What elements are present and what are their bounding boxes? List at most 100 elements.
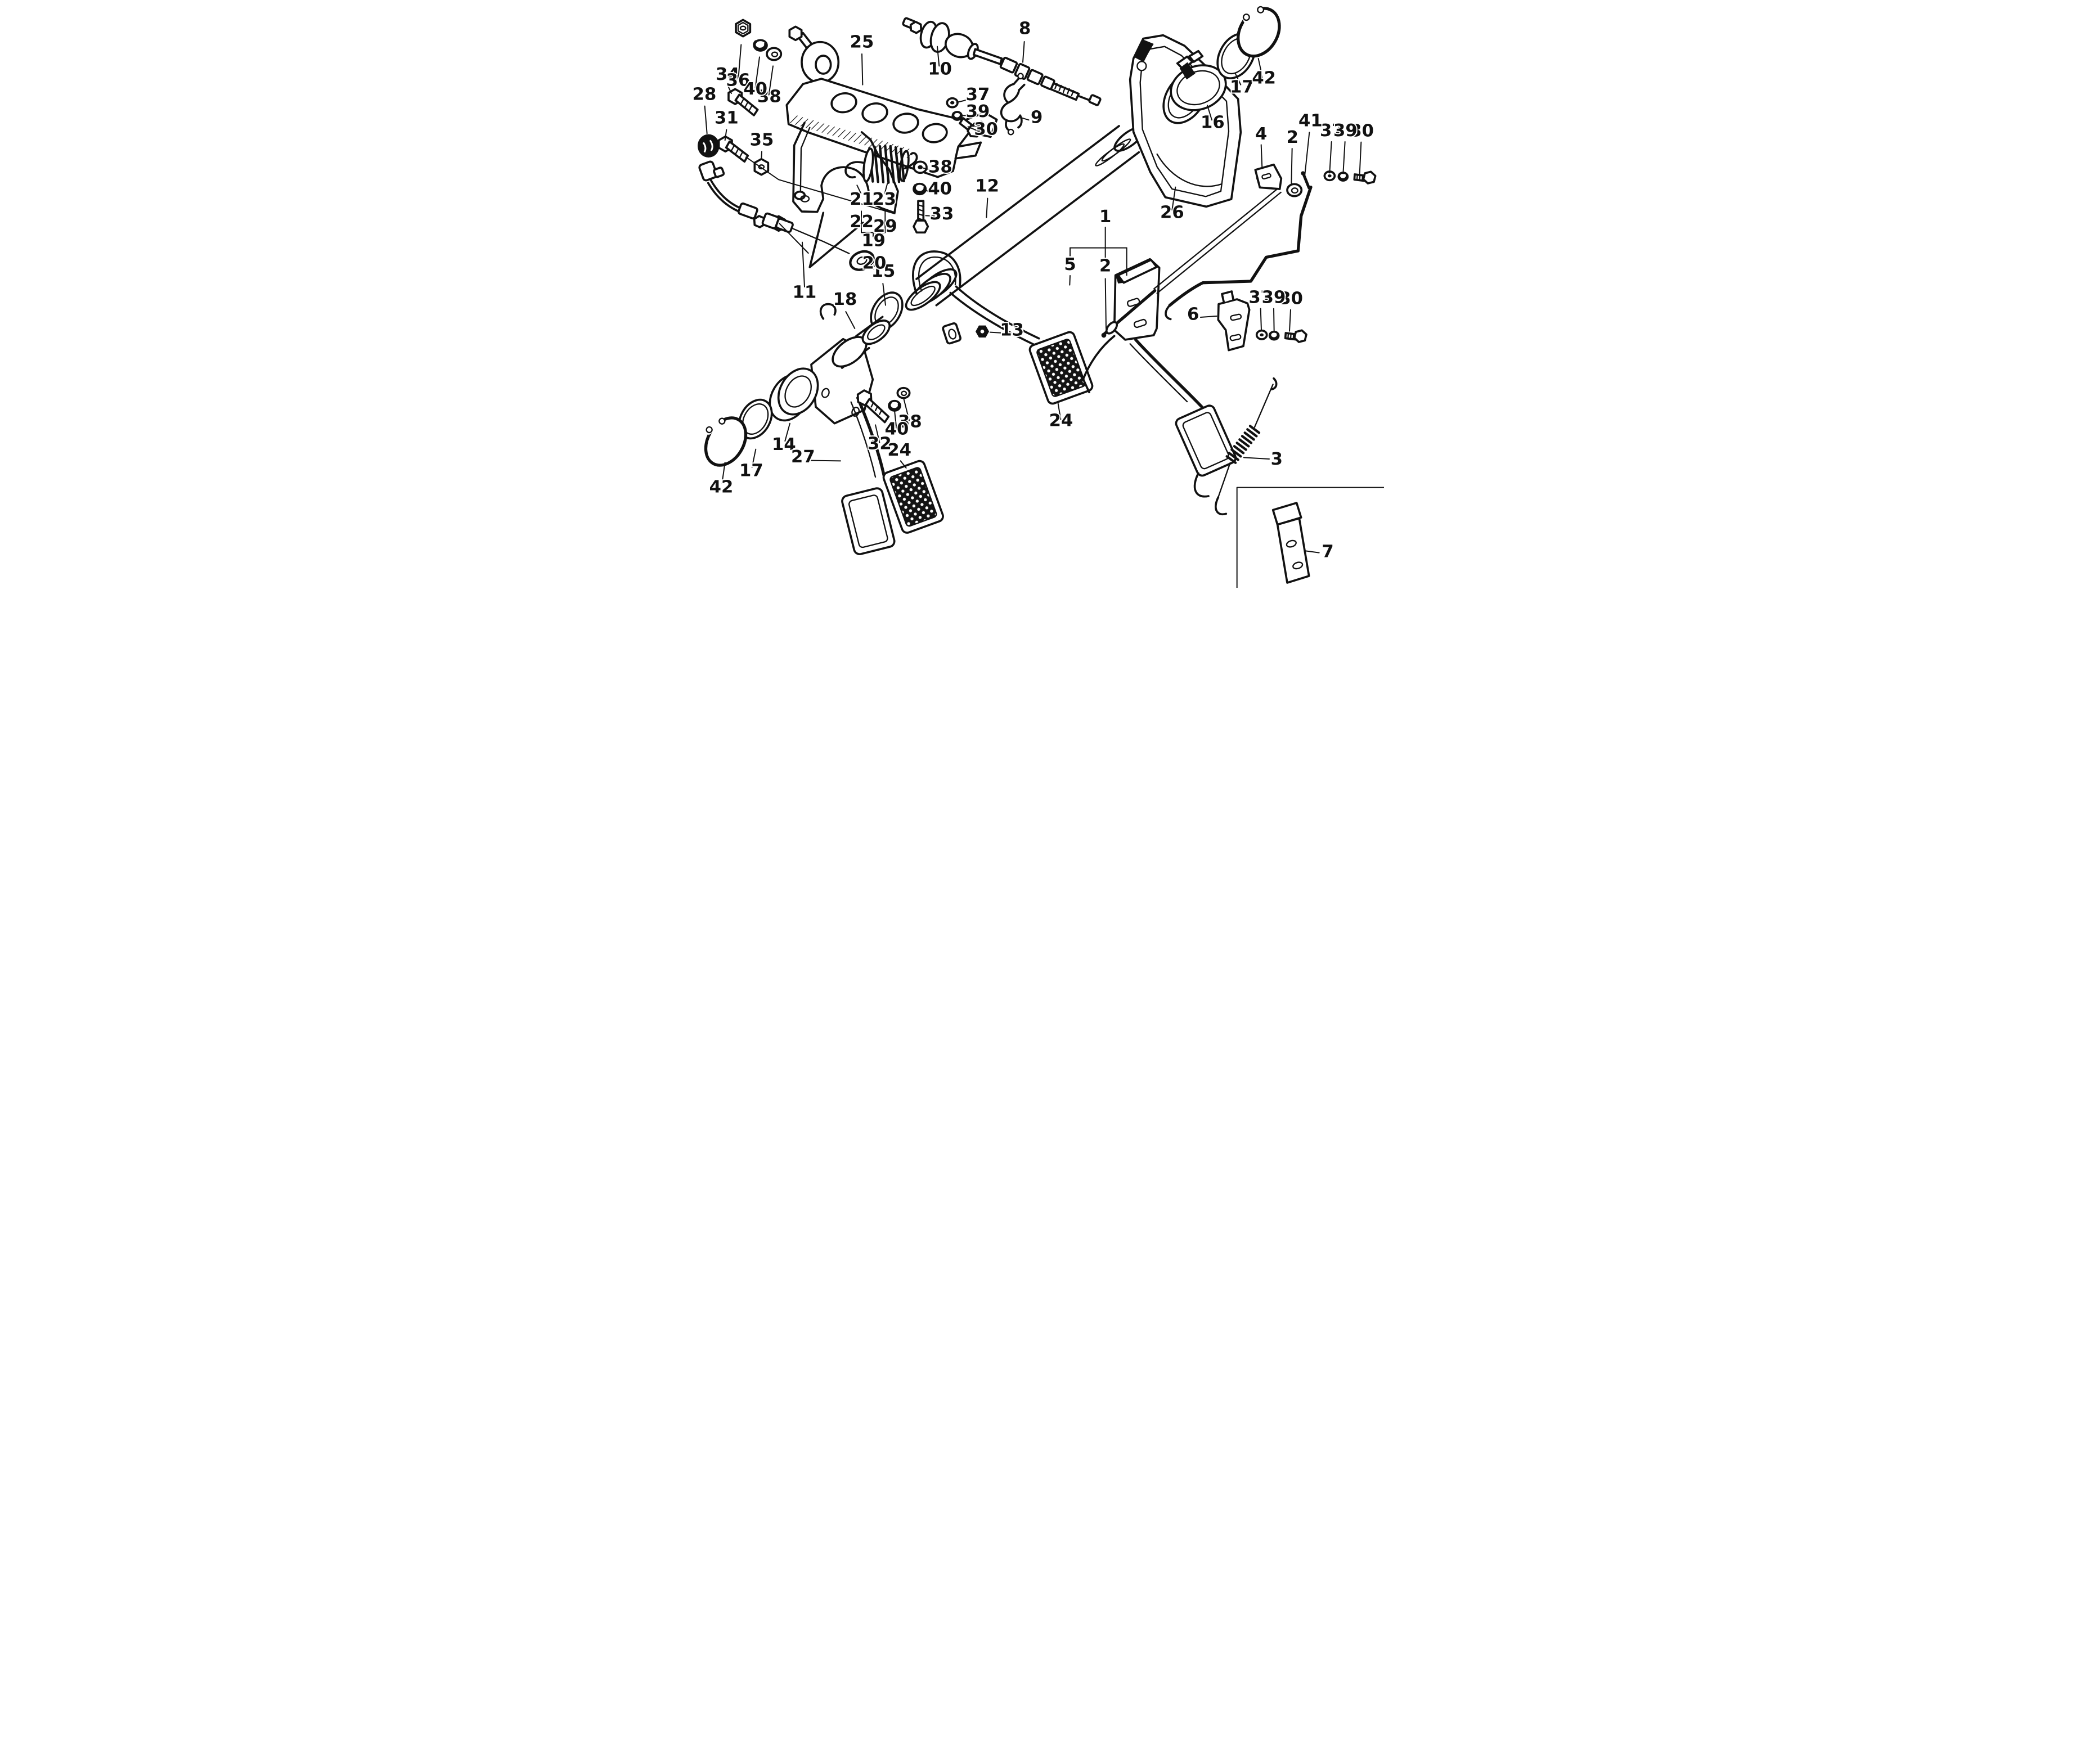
part-label-30a: 30	[974, 119, 998, 139]
part-label-9: 9	[1031, 107, 1043, 127]
washer-37c	[1255, 329, 1268, 340]
part-label-16: 16	[1201, 112, 1225, 132]
leader-34	[727, 85, 733, 94]
part-label-7: 7	[1322, 542, 1333, 562]
leader-10	[937, 46, 940, 67]
leader-14	[784, 422, 791, 442]
support-bracket-35	[792, 122, 899, 268]
leader-11	[802, 241, 806, 287]
leader-16	[1206, 105, 1212, 121]
part-label-13: 13	[1000, 321, 1024, 340]
part-label-39a: 39	[966, 102, 990, 122]
leader-37a	[956, 98, 972, 103]
callout-overlay: 1223456789101112131415161717181920212223…	[692, 18, 1384, 588]
part-label-34: 34	[716, 65, 740, 84]
part-label-39c: 39	[1262, 288, 1286, 308]
leader-24a	[1057, 403, 1062, 420]
leader-28	[704, 105, 708, 134]
washer-38b	[913, 160, 928, 174]
leader-4	[1260, 144, 1263, 169]
leader-15	[882, 282, 887, 306]
bolt-30c	[1284, 329, 1307, 343]
leader-42b	[721, 461, 726, 484]
leader-36	[738, 44, 742, 79]
snap-ring-42b	[700, 412, 748, 467]
part-label-28: 28	[693, 84, 717, 104]
part-label-24b: 24	[887, 440, 911, 460]
leader-38a	[768, 65, 774, 96]
leader-24b	[900, 460, 907, 469]
leader-30a	[967, 126, 979, 132]
assembly-guide-line-1	[779, 223, 809, 254]
inset-box-border	[1236, 487, 1384, 588]
bracket-25	[785, 25, 998, 178]
leader-41	[1304, 132, 1310, 176]
group-21-22-29-to-19-20-line-0	[856, 184, 862, 194]
leader-7	[1305, 550, 1320, 554]
ring-17b	[738, 398, 773, 440]
accel-rod-assembly	[1101, 185, 1313, 338]
part-label-10: 10	[928, 60, 952, 79]
leader-42a	[1257, 57, 1263, 78]
nut-35-a	[753, 158, 770, 176]
washer-2b	[1286, 183, 1303, 197]
part-label-37b: 37	[1320, 121, 1344, 141]
leader-18	[845, 310, 856, 329]
part-label-36: 36	[726, 71, 751, 91]
part-label-31: 31	[715, 108, 739, 128]
diagram-artwork	[698, 0, 1377, 584]
leader-26	[1171, 186, 1176, 211]
part-label-22: 22	[850, 212, 874, 232]
part-label-38c: 38	[898, 412, 922, 431]
part-label-3: 3	[1271, 449, 1283, 469]
leader-33	[925, 215, 935, 217]
part-label-5: 5	[1064, 255, 1076, 274]
bolt-30b	[1353, 170, 1377, 184]
part-label-40a: 40	[743, 79, 767, 99]
leader-38b	[922, 167, 933, 171]
return-spring-3	[1215, 377, 1278, 516]
part-label-19: 19	[861, 231, 886, 250]
leader-40c	[894, 410, 897, 429]
part-label-2a: 2	[1099, 256, 1111, 276]
part-label-6: 6	[1187, 305, 1199, 325]
part-label-17b: 17	[739, 461, 763, 481]
part-label-18: 18	[833, 290, 857, 309]
nut-36	[735, 19, 752, 38]
part-label-25: 25	[850, 33, 874, 52]
grommet-28	[698, 134, 720, 158]
part-label-33: 33	[930, 204, 954, 224]
part-label-24a: 24	[1049, 411, 1073, 430]
part-label-15: 15	[871, 262, 896, 281]
bolt-34	[727, 88, 759, 116]
leader-32	[875, 424, 880, 443]
part-label-40b: 40	[928, 179, 952, 199]
pedal-pad-24a	[1028, 331, 1094, 405]
part-label-2b: 2	[1287, 128, 1298, 147]
cable-11	[698, 160, 875, 271]
part-label-14: 14	[772, 435, 796, 454]
pin-41	[1301, 171, 1311, 190]
nut-40b	[913, 182, 927, 196]
part-label-38b: 38	[928, 158, 952, 177]
bracket-7	[1271, 502, 1310, 584]
snap-ring-42a	[1237, 0, 1281, 58]
leader-2b	[1291, 147, 1293, 185]
part-label-40c: 40	[885, 420, 909, 439]
part-label-30c: 30	[1279, 289, 1303, 309]
leader-30b	[1359, 141, 1362, 175]
clamp-ring-16	[1170, 50, 1227, 111]
part-label-8: 8	[1019, 19, 1031, 39]
washer-37a	[946, 97, 959, 109]
part-label-21: 21	[850, 190, 874, 209]
bracket-4	[1254, 163, 1283, 190]
clip-9	[1000, 73, 1026, 136]
bolt-31	[717, 135, 749, 163]
part-label-12: 12	[975, 177, 999, 196]
accel-pedal-pad	[1175, 404, 1237, 498]
part-label-37c: 37	[1248, 288, 1273, 308]
leader-13	[990, 331, 1005, 334]
cable-adjuster-8	[999, 56, 1102, 106]
part-label-42b: 42	[709, 477, 734, 497]
